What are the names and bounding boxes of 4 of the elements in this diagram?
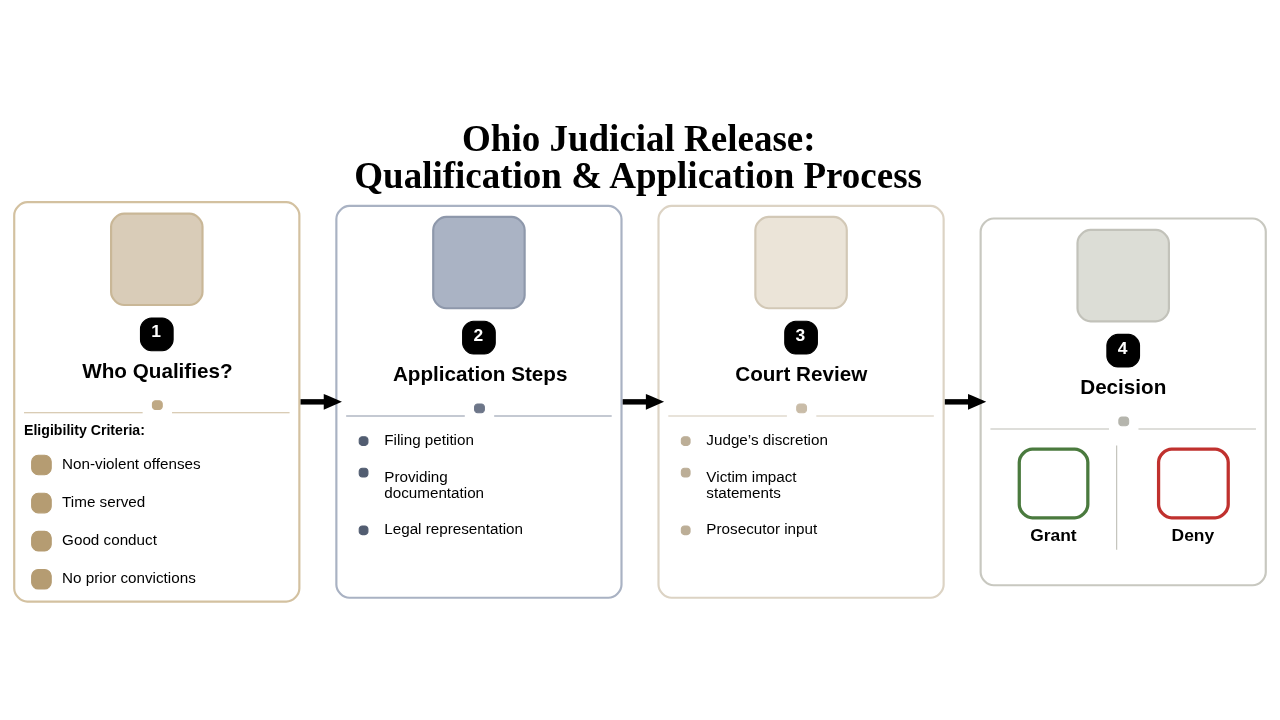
arrow bbox=[622, 393, 665, 410]
arrow bbox=[300, 393, 342, 410]
diagram-title: Ohio Judicial Release: Qualification & Application Process bbox=[354, 117, 923, 196]
arrow bbox=[944, 393, 987, 410]
